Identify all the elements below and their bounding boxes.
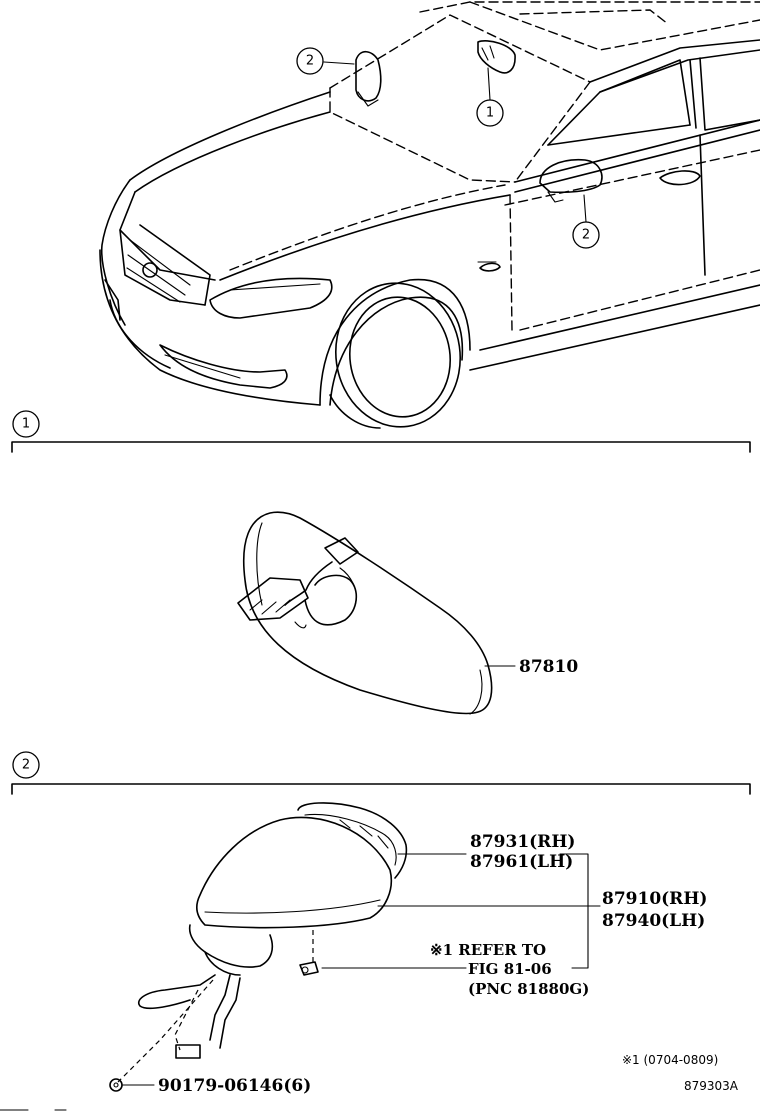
car-illustration bbox=[99, 1, 760, 429]
footnote-range: ※1 (0704-0809) bbox=[622, 1053, 718, 1067]
svg-text:2: 2 bbox=[582, 228, 590, 243]
refer-note-line1: ※1 REFER TO bbox=[430, 941, 546, 959]
svg-text:2: 2 bbox=[22, 758, 30, 773]
figure-id: 879303A bbox=[684, 1079, 739, 1093]
section-1-marker: 1 bbox=[12, 410, 40, 438]
section-1-divider bbox=[11, 441, 751, 453]
mirror-assy-part-lh: 87940(LH) bbox=[602, 911, 705, 931]
mirror-glass-part-rh: 87931(RH) bbox=[470, 832, 575, 852]
section-2-marker: 2 bbox=[12, 751, 40, 779]
refer-note-line2: FIG 81-06 bbox=[468, 960, 552, 978]
mirror-glass-part-lh: 87961(LH) bbox=[470, 852, 573, 872]
svg-text:1: 1 bbox=[486, 106, 494, 121]
outer-mirror-illustration bbox=[109, 802, 601, 1092]
callout-2-far-mirror: 2 bbox=[296, 47, 324, 75]
svg-text:1: 1 bbox=[22, 417, 30, 432]
section-2-divider bbox=[11, 783, 751, 795]
refer-note-line3: (PNC 81880G) bbox=[468, 980, 589, 998]
screw-part-number: 90179-06146(6) bbox=[158, 1076, 311, 1096]
inner-mirror-part-number: 87810 bbox=[519, 657, 578, 677]
callout-2-door-mirror: 2 bbox=[572, 221, 600, 249]
inner-mirror-illustration bbox=[237, 511, 516, 715]
callout-1-inner-mirror: 1 bbox=[476, 99, 504, 127]
mirror-assy-part-rh: 87910(RH) bbox=[602, 889, 707, 909]
svg-text:2: 2 bbox=[306, 54, 314, 69]
